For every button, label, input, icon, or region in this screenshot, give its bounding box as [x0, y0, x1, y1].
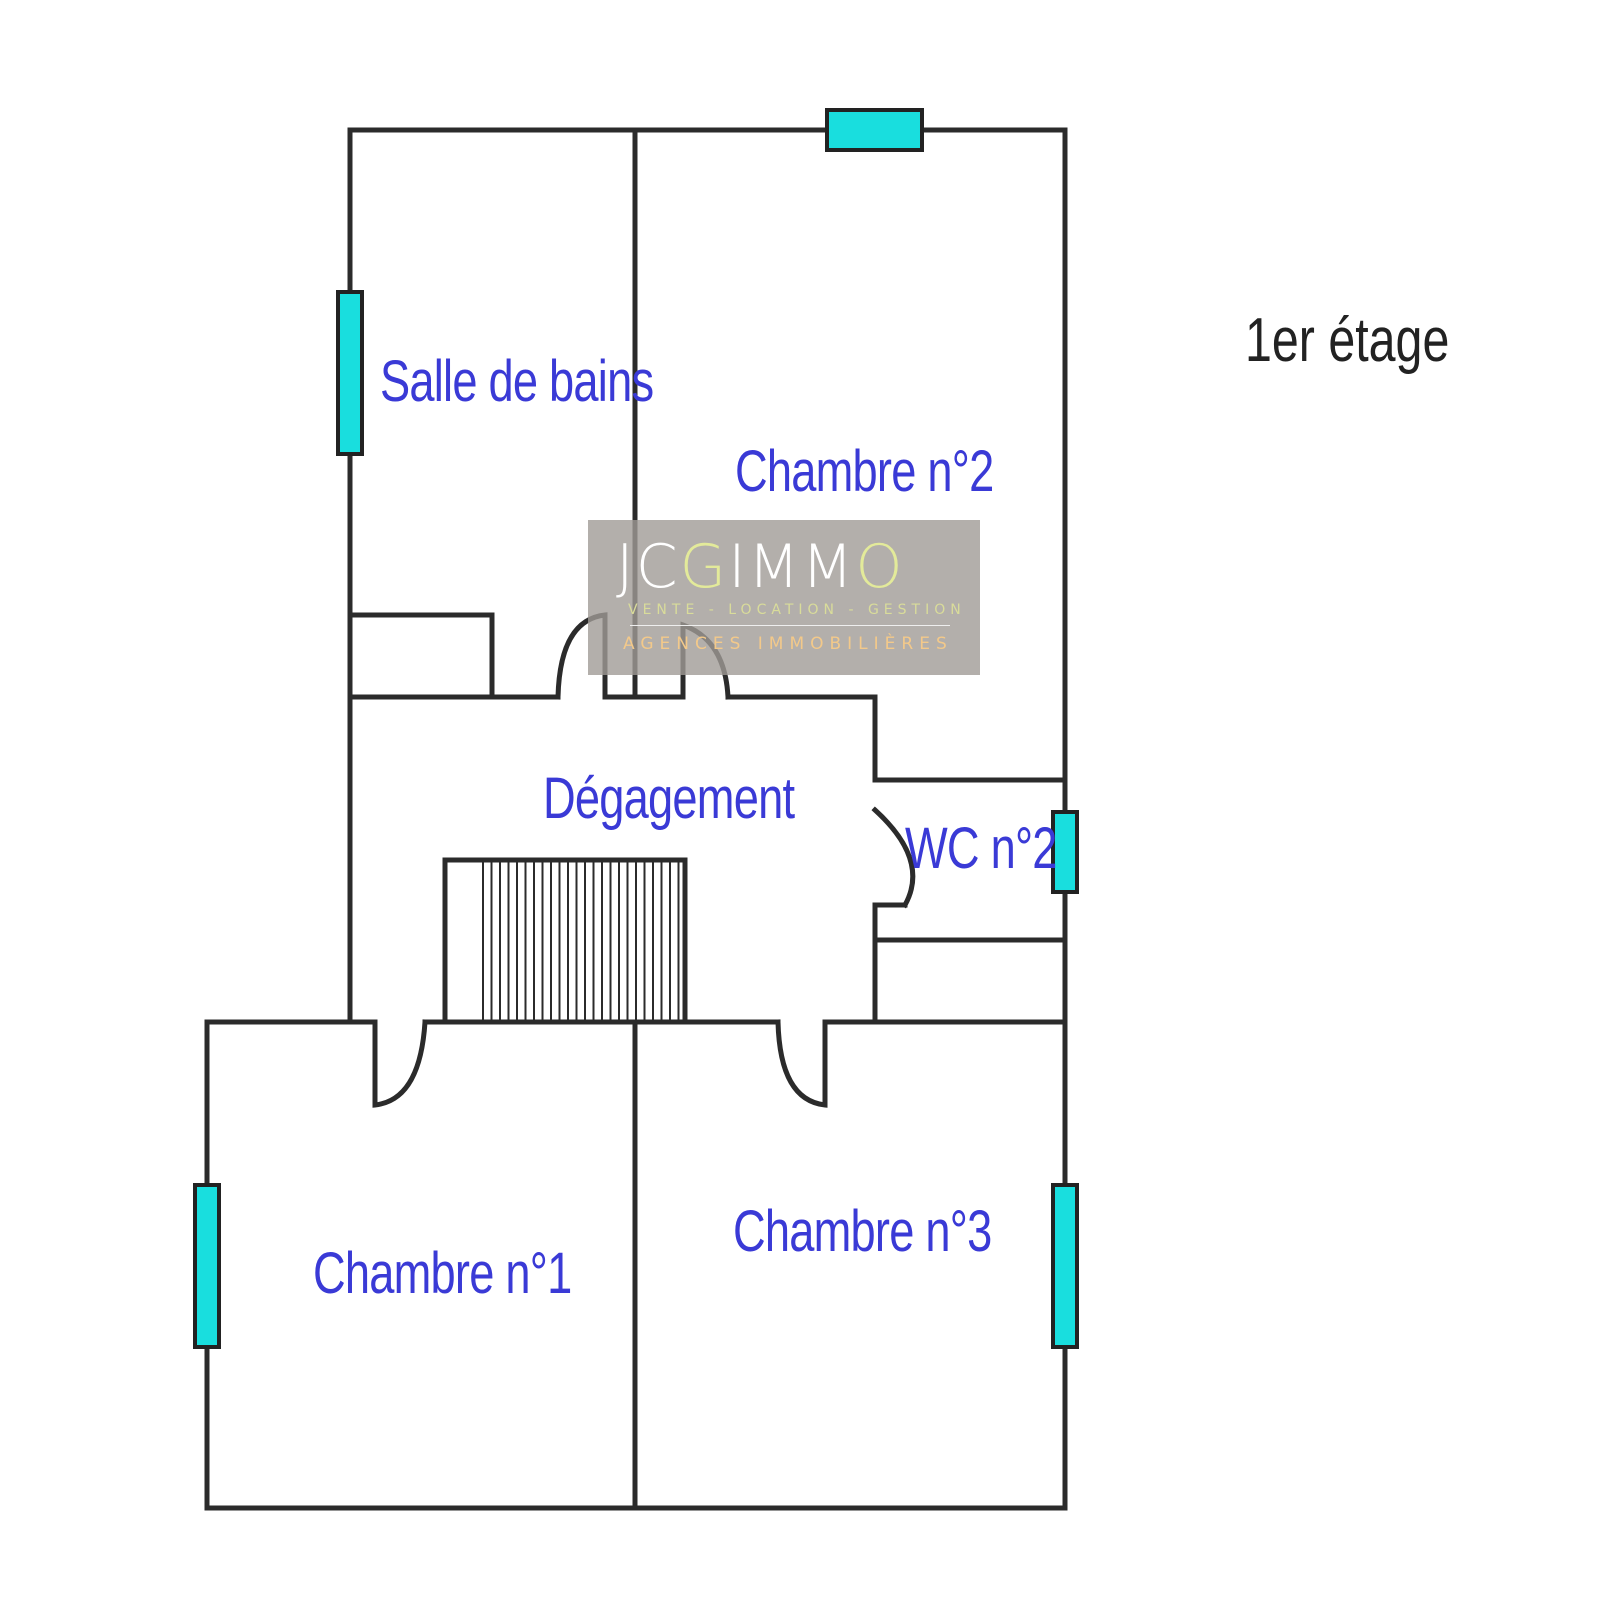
windows: [193, 108, 1079, 1349]
staircase: [442, 857, 688, 1025]
bathroom-bottom-wall: [347, 694, 1068, 783]
watermark-logo: JCGIMMO VENTE - LOCATION - GESTION AGENC…: [588, 520, 980, 675]
watermark-divider: [630, 625, 950, 626]
room-label-bedroom2: Chambre n°2: [735, 439, 994, 504]
window-bathroom: [336, 290, 364, 456]
room-label-bedroom1: Chambre n°1: [313, 1241, 572, 1306]
floor-title: 1er étage: [1245, 306, 1450, 375]
window-wc: [1051, 810, 1079, 894]
bathroom-cabinet: [347, 612, 495, 700]
door-bedroom1: [372, 1019, 428, 1108]
room-label-wc2: WC n°2: [905, 816, 1057, 881]
door-wc: [871, 806, 916, 909]
watermark-tagline: VENTE - LOCATION - GESTION: [628, 602, 966, 618]
window-bedroom3: [1051, 1183, 1079, 1349]
room-label-bathroom: Salle de bains: [380, 349, 654, 414]
walls: [204, 127, 1068, 1511]
door-bedroom3: [775, 1019, 828, 1108]
room-label-hallway: Dégagement: [543, 766, 795, 831]
watermark-subtitle: AGENCES IMMOBILIÈRES: [623, 634, 953, 654]
room-label-bedroom3: Chambre n°3: [733, 1199, 992, 1264]
window-bedroom1: [193, 1183, 221, 1349]
wc-wall: [872, 694, 1068, 1025]
watermark-brand: JCGIMMO: [616, 532, 905, 602]
window-top: [825, 108, 924, 152]
